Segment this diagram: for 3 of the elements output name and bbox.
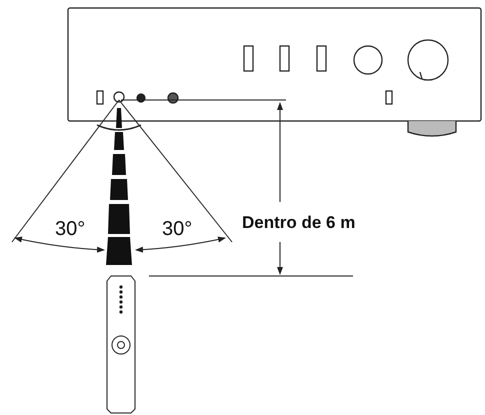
angle-label: 30°	[55, 219, 86, 239]
angle-label: 30°	[162, 219, 192, 239]
distance-label: Dentro de 6 m	[242, 214, 356, 231]
